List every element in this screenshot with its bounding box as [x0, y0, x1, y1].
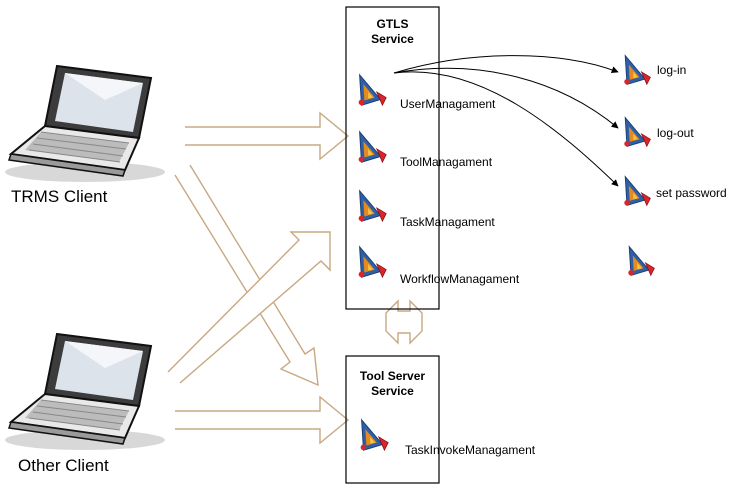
usermanagament-service-icon: [358, 74, 387, 106]
workflowmanagament-service-icon: [358, 246, 387, 278]
service-label-toolmanagament: ToolManagament: [400, 155, 493, 169]
tool-server-title-line2: Service: [371, 384, 414, 398]
block-arrow-trms-to-toolserver: [174, 164, 319, 387]
log-out-operation-icon: [623, 117, 651, 147]
service-label-taskinvokemanagament: TaskInvokeManagament: [405, 443, 536, 457]
trms-client-label: TRMS Client: [11, 187, 108, 206]
operation-label-set-password: set password: [656, 186, 727, 200]
service-label-workflowmanagament: WorkflowManagament: [400, 272, 520, 286]
block-arrow-other-to-toolserver: [175, 395, 350, 445]
curve-arrow-log-in: [393, 55, 619, 74]
gtls-service-box: [345, 6, 440, 310]
taskmanagament-service-icon: [358, 190, 387, 222]
set-password-operation-icon: [623, 176, 651, 206]
tool-server-title-line1: Tool Server: [359, 369, 426, 383]
gtls-title-line1: GTLS: [376, 17, 409, 31]
tool-server-service-box: [345, 355, 440, 484]
gtls-title-line2: Service: [371, 32, 414, 46]
operation-label-log-in: log-in: [657, 63, 687, 77]
operation-label-log-out: log-out: [657, 126, 694, 140]
other-client-label: Other Client: [18, 456, 109, 475]
taskinvokemanagament-service-icon: [360, 419, 389, 451]
service-label-taskmanagament: TaskManagament: [400, 215, 495, 229]
other-client-laptop-icon: [5, 333, 165, 450]
trms-client-laptop-icon: [5, 65, 165, 182]
curve-arrow-set-password: [393, 71, 619, 187]
toolmanagament-service-icon: [358, 131, 387, 163]
block-arrow-other-to-gtls: [167, 231, 331, 384]
gtls-service-title: GTLS Service: [346, 17, 439, 47]
service-label-usermanagament: UserManagament: [400, 97, 496, 111]
curve-arrow-log-out: [393, 67, 619, 129]
log-in-operation-icon: [623, 55, 651, 85]
tool-server-service-title: Tool Server Service: [346, 369, 439, 399]
unnamed-operation-icon: [627, 246, 655, 276]
block-arrow-trms-to-gtls: [185, 111, 350, 161]
block-arrow-bidirectional: [385, 299, 423, 345]
